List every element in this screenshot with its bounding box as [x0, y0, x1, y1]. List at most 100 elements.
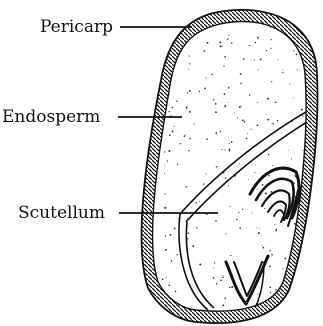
- speckle-dot: [227, 39, 228, 40]
- speckle-dot: [175, 291, 177, 293]
- speckle-dot: [229, 150, 230, 151]
- speckle-dot: [173, 126, 174, 127]
- scutellum-label: Scutellum: [18, 203, 105, 223]
- speckle-dot: [275, 289, 276, 290]
- speckle-dot: [301, 20, 302, 21]
- speckle-dot: [177, 164, 178, 165]
- speckle-dot: [291, 158, 292, 159]
- speckle-dot: [187, 239, 188, 240]
- speckle-dot: [308, 214, 309, 215]
- speckle-dot: [187, 92, 188, 93]
- speckle-dot: [199, 201, 200, 202]
- speckle-dot: [258, 69, 259, 70]
- speckle-dot: [215, 111, 217, 113]
- speckle-dot: [164, 151, 165, 152]
- speckle-dot: [189, 138, 190, 139]
- speckle-dot: [216, 166, 218, 168]
- speckle-dot: [196, 227, 197, 228]
- speckle-dot: [265, 193, 267, 195]
- speckle-dot: [188, 232, 190, 234]
- speckle-dot: [291, 299, 292, 300]
- speckle-dot: [228, 185, 229, 186]
- speckle-dot: [169, 234, 171, 236]
- speckle-dot: [267, 119, 269, 121]
- speckle-dot: [268, 154, 269, 155]
- speckle-dot: [187, 218, 188, 219]
- speckle-dot: [259, 228, 260, 229]
- speckle-dot: [194, 123, 195, 124]
- speckle-dot: [304, 283, 305, 284]
- speckle-dot: [269, 250, 270, 251]
- speckle-dot: [213, 268, 214, 269]
- speckle-dot: [150, 308, 152, 310]
- speckle-dot: [240, 73, 242, 75]
- speckle-dot: [263, 247, 265, 249]
- speckle-dot: [244, 121, 246, 123]
- speckle-dot: [257, 102, 258, 103]
- speckle-dot: [274, 224, 275, 225]
- speckle-dot: [271, 191, 273, 193]
- speckle-dot: [258, 294, 259, 295]
- speckle-dot: [270, 48, 271, 49]
- speckle-dot: [206, 138, 208, 140]
- speckle-dot: [272, 165, 273, 166]
- speckle-dot: [222, 277, 224, 279]
- speckle-dot: [254, 60, 255, 61]
- speckle-dot: [152, 73, 153, 74]
- speckle-dot: [239, 163, 240, 164]
- speckle-dot: [164, 124, 165, 125]
- speckle-dot: [192, 245, 194, 247]
- speckle-dot: [213, 277, 215, 279]
- speckle-dot: [231, 141, 233, 143]
- speckle-dot: [284, 258, 286, 260]
- speckle-dot: [308, 269, 310, 271]
- speckle-dot: [215, 132, 217, 134]
- speckle-dot: [162, 279, 164, 281]
- speckle-dot: [229, 287, 231, 289]
- speckle-dot: [249, 45, 250, 46]
- speckle-dot: [304, 292, 306, 294]
- speckle-dot: [267, 98, 269, 100]
- speckle-dot: [169, 111, 170, 112]
- speckle-dot: [239, 106, 241, 108]
- speckle-dot: [249, 94, 250, 95]
- speckle-dot: [204, 88, 206, 90]
- speckle-dot: [219, 41, 221, 43]
- speckle-dot: [234, 112, 235, 113]
- speckle-dot: [294, 223, 296, 225]
- speckle-dot: [293, 98, 294, 99]
- speckle-dot: [150, 86, 152, 88]
- speckle-dot: [203, 183, 204, 184]
- speckle-dot: [225, 177, 227, 179]
- speckle-dot: [257, 37, 259, 39]
- speckle-dot: [164, 166, 165, 167]
- speckle-dot: [271, 81, 272, 82]
- speckle-dot: [165, 193, 166, 194]
- speckle-dot: [270, 27, 271, 28]
- speckle-dot: [297, 69, 298, 70]
- speckle-dot: [171, 260, 173, 262]
- speckle-dot: [226, 233, 227, 234]
- speckle-dot: [166, 277, 167, 278]
- speckle-dot: [258, 232, 260, 234]
- speckle-dot: [269, 266, 271, 268]
- speckle-dot: [256, 227, 257, 228]
- speckle-dot: [309, 24, 310, 25]
- speckle-dot: [215, 220, 217, 222]
- speckle-dot: [169, 134, 171, 136]
- speckle-dot: [278, 59, 279, 60]
- speckle-dot: [164, 173, 165, 174]
- speckle-dot: [154, 82, 155, 83]
- speckle-dot: [176, 101, 177, 102]
- speckle-dot: [150, 79, 152, 81]
- speckle-dot: [230, 255, 231, 256]
- speckle-dot: [224, 105, 226, 107]
- speckle-dot: [207, 42, 209, 44]
- speckle-dot: [269, 287, 271, 289]
- speckle-dot: [289, 83, 290, 84]
- speckle-dot: [276, 312, 277, 313]
- speckle-dot: [224, 149, 225, 150]
- speckle-dot: [247, 133, 248, 134]
- speckle-dot: [254, 172, 255, 173]
